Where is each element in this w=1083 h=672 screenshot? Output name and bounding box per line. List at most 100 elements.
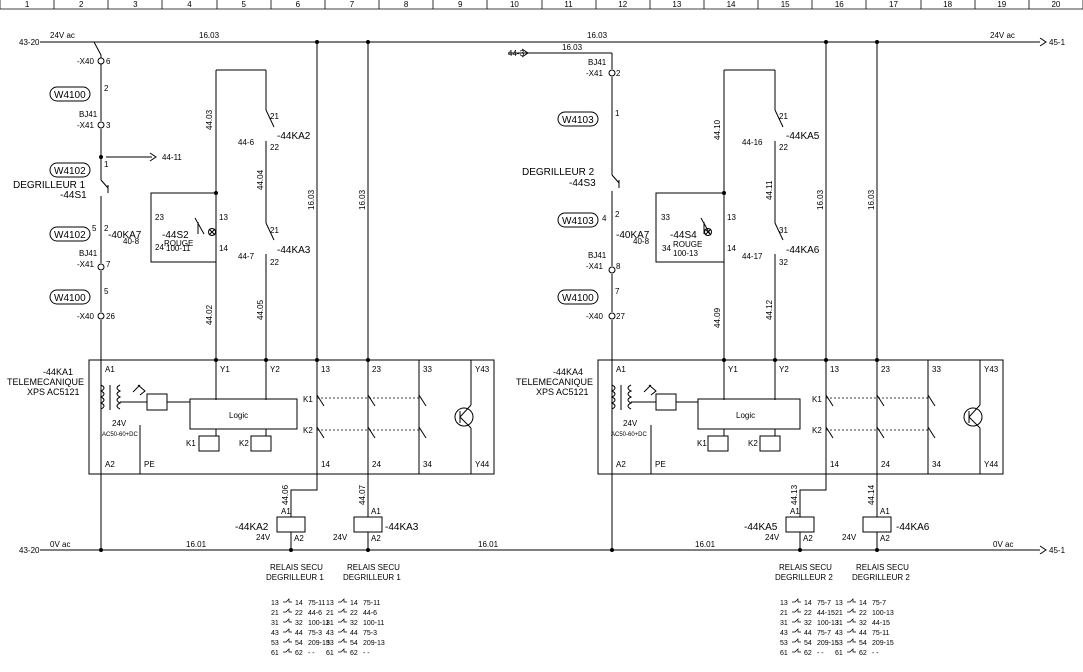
pin-number: 22 <box>270 258 279 267</box>
wire-label: 44.14 <box>867 484 876 505</box>
relay-caption-sub: DEGRILLEUR 2 <box>775 573 833 582</box>
pin-number: 23 <box>155 213 164 222</box>
coil-terminal: A2 <box>294 534 304 543</box>
terminal-label: 23 <box>881 365 890 374</box>
contact-symbol <box>792 628 801 633</box>
table-cell: 100-13 <box>817 620 839 627</box>
terminal-label: A2 <box>105 460 115 469</box>
cable-label: W4103 <box>562 216 594 227</box>
table-cell: 22 <box>350 610 358 617</box>
pin-number: 22 <box>270 143 279 152</box>
pin-number: 34 <box>662 244 671 253</box>
contact-symbol <box>792 598 801 603</box>
table-cell: 44-6 <box>308 610 322 617</box>
wire-label: 44.11 <box>765 180 774 200</box>
contact-tag: -44KA3 <box>277 245 311 256</box>
contact-symbol <box>338 598 347 603</box>
contact-symbol <box>338 628 347 633</box>
table-cell: 100-13 <box>872 610 894 617</box>
contact-symbol <box>338 608 347 613</box>
table-cell: 75-11 <box>872 630 889 637</box>
terminal-label: 14 <box>830 460 839 469</box>
switch-tag: -44S1 <box>60 190 87 201</box>
coil-voltage: 24V <box>333 533 348 542</box>
supply-type: AC50-60+DC <box>611 432 648 438</box>
pin-number: 2 <box>615 210 620 219</box>
terminal-label: PE <box>655 460 666 469</box>
relay-coil: K2 <box>239 439 249 448</box>
table-cell: - - <box>363 650 370 657</box>
relay-caption: RELAIS SECU <box>347 563 400 572</box>
terminal-label: 13 <box>830 365 839 374</box>
switch-tag: -44S3 <box>569 178 596 189</box>
table-cell: 75-7 <box>817 630 831 637</box>
contact-symbol <box>847 638 856 643</box>
column-number: 13 <box>672 0 681 9</box>
coil-terminal: A1 <box>281 507 291 516</box>
wire-label: 44.06 <box>281 484 290 505</box>
table-cell: 75-11 <box>363 600 380 607</box>
table-cell: 14 <box>804 600 812 607</box>
device-name: DEGRILLEUR 1 <box>13 180 86 191</box>
supply-labels: 43-20 24V ac 24V ac 45-1 43-20 0V ac 0V … <box>19 31 1066 555</box>
table-cell: 54 <box>350 640 358 647</box>
terminal-label: Y1 <box>220 365 230 374</box>
contact-tag: -44KA2 <box>277 131 311 142</box>
device-name: DEGRILLEUR 2 <box>522 167 595 178</box>
table-cell: 13 <box>326 600 334 607</box>
table-cell: 32 <box>350 620 358 627</box>
coil-tag: -44KA6 <box>896 522 930 533</box>
table-cell: - - <box>872 650 879 657</box>
relay-caption: RELAIS SECU <box>779 563 832 572</box>
pin-number: 5 <box>92 224 97 233</box>
table-cell: 31 <box>271 620 279 627</box>
contact-tag: -44KA6 <box>786 245 820 256</box>
terminal-label: -X40 <box>586 312 603 321</box>
terminal-label: Y2 <box>779 365 789 374</box>
top-left-ref: 43-20 <box>19 38 40 47</box>
column-number: 16 <box>835 0 844 9</box>
pin-number: 21 <box>270 112 279 121</box>
table-cell: 61 <box>780 650 788 657</box>
supply-voltage: 24V <box>112 419 127 428</box>
table-cell: 44 <box>859 630 867 637</box>
cable-label: W4100 <box>54 90 86 101</box>
table-cell: 14 <box>350 600 358 607</box>
pushbutton-ref: 100-13 <box>673 249 698 258</box>
wire-label: 44.04 <box>256 169 265 190</box>
contact-ref: 44-16 <box>742 138 763 147</box>
pushbutton-color: ROUGE <box>673 240 702 249</box>
relay-coil: K1 <box>186 439 196 448</box>
column-number: 9 <box>458 0 463 9</box>
table-cell: 21 <box>326 610 334 617</box>
table-cell: 22 <box>804 610 812 617</box>
wire-label: 44.12 <box>765 299 774 320</box>
wire-label: 44.10 <box>713 119 722 140</box>
coil-terminal: A2 <box>880 534 890 543</box>
pushbutton-ref: 100-11 <box>166 244 191 253</box>
wire-label: 16.03 <box>867 189 876 210</box>
relay-maker: TELEMECANIQUE <box>516 377 593 387</box>
bottom-right-label: 0V ac <box>993 540 1013 549</box>
terminal-label: PE <box>144 460 155 469</box>
contact-tag: -40KA7 <box>616 230 650 241</box>
coil-terminal: A2 <box>371 534 381 543</box>
contact-symbol <box>847 648 856 653</box>
table-cell: 62 <box>804 650 812 657</box>
cable-label: W4100 <box>54 293 86 304</box>
pin-number: 33 <box>661 213 670 222</box>
terminal-label: 14 <box>321 460 330 469</box>
pin-number: 1 <box>615 109 620 118</box>
relay-contact: K2 <box>303 426 313 435</box>
terminal-label: -X41 <box>77 121 94 130</box>
table-cell: 13 <box>780 600 788 607</box>
pin-number: 5 <box>104 287 109 296</box>
relay-contact: K1 <box>812 395 822 404</box>
table-cell: 100-11 <box>308 620 329 627</box>
table-cell: 43 <box>835 630 843 637</box>
relay-contact: K2 <box>812 426 822 435</box>
contact-symbol <box>338 648 347 653</box>
